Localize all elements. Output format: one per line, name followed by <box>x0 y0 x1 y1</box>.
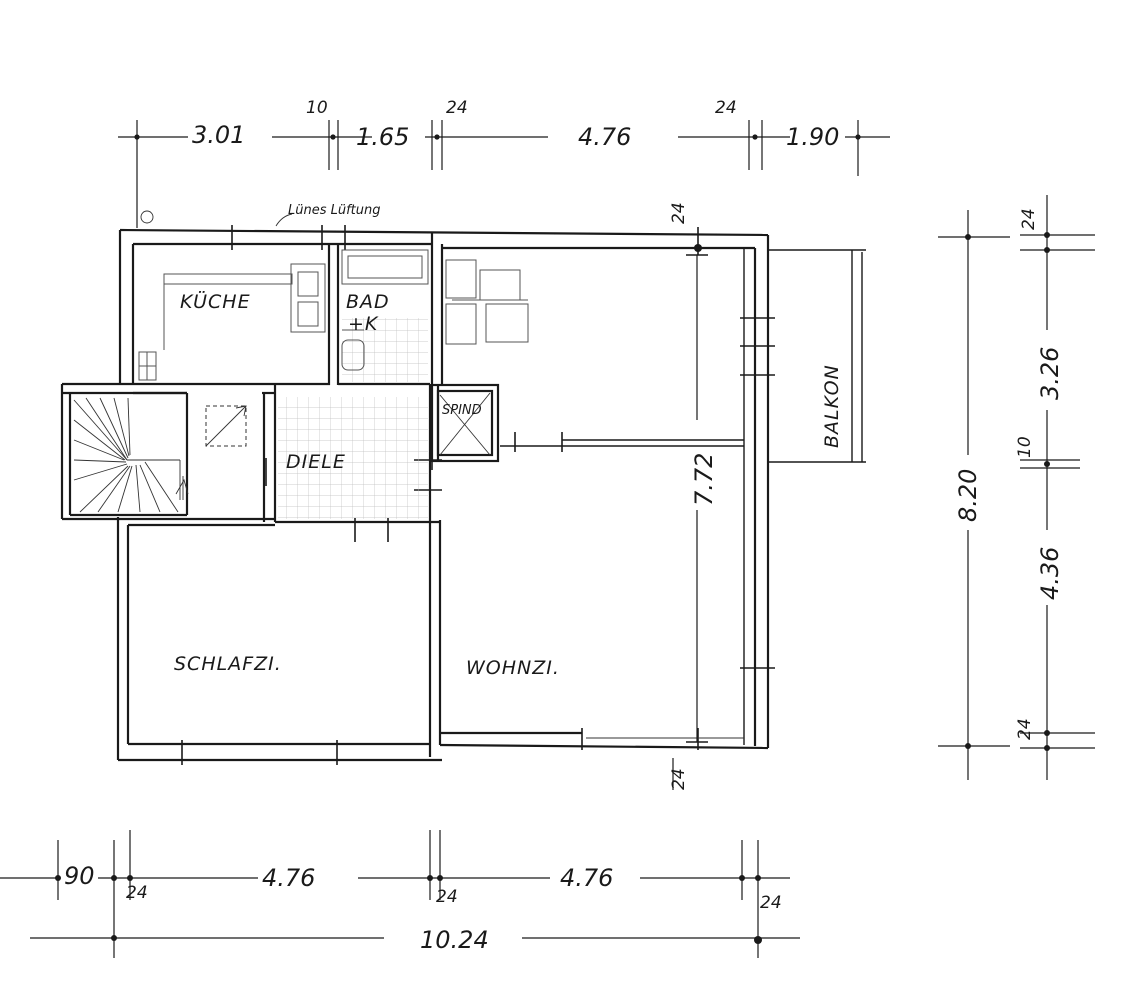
room-label-spind: SPIND <box>442 403 482 418</box>
landing-mark <box>205 405 247 447</box>
bath-fixtures <box>341 249 429 371</box>
dimension-chain-bottom: 90 24 4.76 24 4.76 24 10.24 <box>0 830 800 958</box>
reference-mark <box>140 210 154 224</box>
dim-right-2: 3.26 <box>1036 347 1064 400</box>
dim-right-3: 10 <box>1015 436 1035 458</box>
room-label-wc: +K <box>348 313 379 335</box>
staircase <box>73 397 189 513</box>
dim-right-4: 4.36 <box>1036 547 1064 600</box>
room-label-bad: BAD <box>346 291 390 313</box>
dim-wall-bottom: 24 <box>669 768 689 790</box>
dim-right-5: 24 <box>1015 718 1035 740</box>
dim-wall-top: 24 <box>669 202 689 224</box>
dim-bottom-6: 24 <box>760 893 782 913</box>
dim-room-height: 7.72 <box>690 453 718 506</box>
room-label-schlafzimmer: SCHLAFZI. <box>174 653 282 675</box>
dimension-room-height: 7.72 24 24 <box>669 202 718 790</box>
dim-top-4: 24 <box>446 98 468 118</box>
bad-tiles <box>342 318 428 382</box>
dimension-chain-top: 3.01 10 1.65 24 4.76 24 1.90 <box>118 98 890 228</box>
living-partition <box>500 439 744 739</box>
ventilation-note: Lünes Lüftung <box>288 203 381 218</box>
dim-bottom-3: 4.76 <box>262 864 315 892</box>
window-marks <box>181 225 775 765</box>
room-label-diele: DIELE <box>286 451 346 473</box>
dim-right-1: 24 <box>1019 208 1039 230</box>
dim-top-1: 3.01 <box>192 121 245 149</box>
balcony: BALKON <box>768 249 866 463</box>
room-label-kueche: KÜCHE <box>180 290 251 313</box>
dim-top-2: 10 <box>306 98 328 118</box>
dim-top-3: 1.65 <box>356 123 409 151</box>
dim-bottom-1: 90 <box>64 862 95 890</box>
closet-cross <box>439 392 491 456</box>
dim-bottom-4: 24 <box>436 887 458 907</box>
dim-total-height: 8.20 <box>954 469 982 522</box>
dining-furniture <box>445 259 529 345</box>
walls <box>60 228 770 762</box>
dim-top-6: 24 <box>715 98 737 118</box>
dim-top-5: 4.76 <box>578 123 631 151</box>
dimension-chain-right: 8.20 24 3.26 10 4.36 24 <box>938 195 1095 780</box>
diele-tiles <box>278 397 428 519</box>
room-label-balkon: BALKON <box>821 364 843 448</box>
kitchen-fixtures <box>138 263 326 381</box>
dim-bottom-5: 4.76 <box>560 864 613 892</box>
room-label-wohnzimmer: WOHNZI. <box>466 657 560 679</box>
note-leader <box>275 213 293 227</box>
dim-bottom-2: 24 <box>126 883 148 903</box>
dim-total-width: 10.24 <box>420 926 489 954</box>
dim-top-7: 1.90 <box>786 123 839 151</box>
